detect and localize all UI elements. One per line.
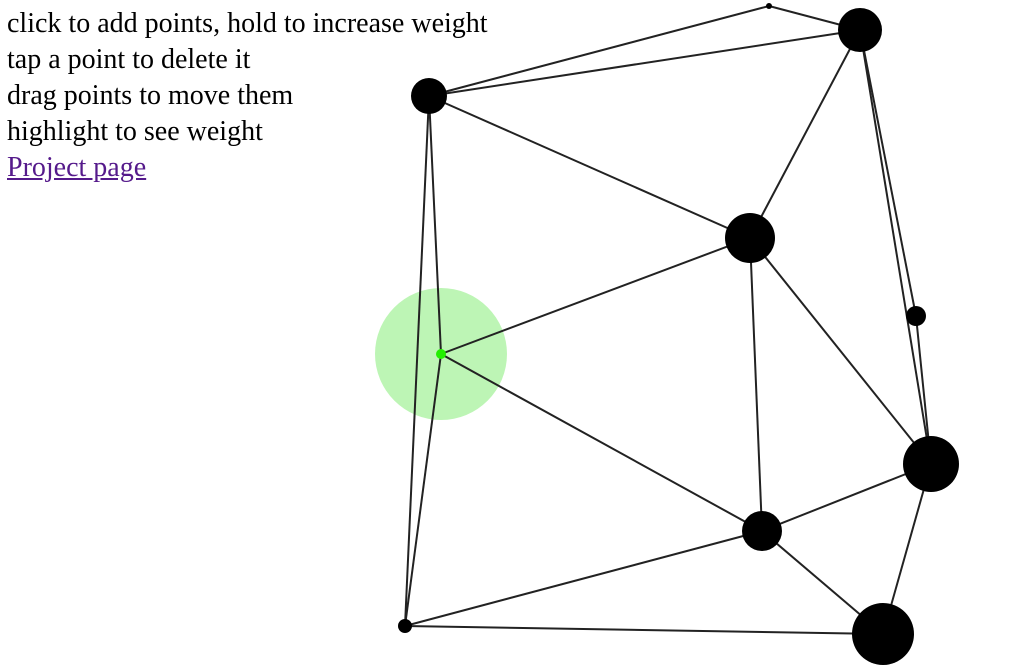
edge-7 [428,95,442,355]
edge-10 [440,353,763,532]
edge-8 [404,95,430,627]
edge-12 [749,237,763,532]
point-8[interactable] [398,619,412,633]
edge-19 [404,625,884,635]
edge-4 [749,29,861,239]
edge-3 [428,95,751,239]
instruction-highlight-weight: highlight to see weight [7,116,263,147]
point-3[interactable] [725,213,775,263]
instruction-delete-point: tap a point to delete it [7,44,251,75]
instruction-drag-points: drag points to move them [7,80,294,111]
point-1[interactable] [838,8,882,52]
point-6[interactable] [903,436,959,492]
edge-13 [749,237,932,465]
point-2[interactable] [766,3,772,9]
edge-2 [428,29,861,97]
points [398,3,959,665]
highlighted-point[interactable] [436,349,446,359]
project-page-link[interactable]: Project page [7,152,147,183]
edge-5 [859,29,917,317]
instruction-add-points: click to add points, hold to increase we… [7,8,488,39]
instructions-panel: click to add points, hold to increase we… [7,6,488,186]
edge-11 [404,353,442,627]
edges [404,5,932,635]
edge-17 [404,530,763,627]
edge-15 [761,463,932,532]
point-5[interactable] [906,306,926,326]
point-0[interactable] [411,78,447,114]
edge-6 [859,29,932,465]
edge-9 [440,237,751,355]
point-9[interactable] [852,603,914,665]
point-7[interactable] [742,511,782,551]
edge-0 [428,5,770,97]
